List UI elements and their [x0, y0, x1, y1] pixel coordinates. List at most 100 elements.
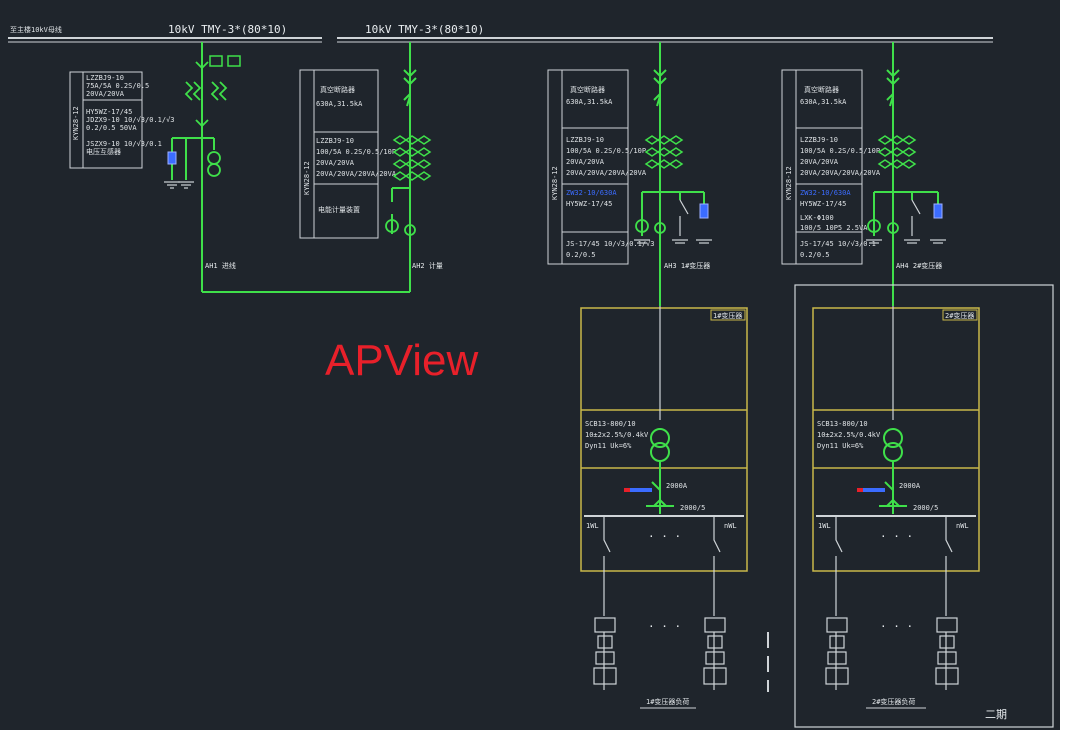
cabinet-ah2-spec-6: 20VA/20VA/20VA/20VA — [316, 170, 397, 178]
ah2-meter-point — [404, 224, 416, 236]
cabinet-ah3-spec-6: 20VA/20VA/20VA/20VA — [566, 169, 647, 177]
substation-2-spec-1: 10±2x2.5%/0.4kV — [817, 431, 881, 439]
cabinet-ah3-spec-11: 0.2/0.5 — [566, 251, 596, 259]
cabinet-ah4-spec-1: 630A,31.5kA — [800, 98, 847, 106]
substation-2-feeder-switches — [835, 516, 953, 616]
ah2-ct-stack — [393, 135, 431, 181]
bus-section-left — [8, 37, 322, 43]
ah1-ground-symbols — [164, 181, 194, 189]
cabinet-ah4-spec-5: 20VA/20VA — [800, 158, 839, 166]
substation-2-tag: 2#变压器 — [945, 311, 974, 320]
substation-1-tag: 1#变压器 — [713, 311, 742, 320]
cabinet-ah4-spec-6: 20VA/20VA/20VA/20VA — [800, 169, 881, 177]
substation-1-lv-breaker — [646, 462, 674, 514]
cabinet-ah3-spec-1: 630A,31.5kA — [566, 98, 613, 106]
ah4-arrester — [933, 203, 943, 219]
cabinet-ah4-side-code: KYN28-12 — [785, 166, 793, 200]
ah1-fuse-symbols — [184, 61, 228, 128]
ah3-ct-stack — [645, 135, 683, 169]
substation-2-load-left — [825, 617, 849, 690]
cabinet-ah2-spec-5: 20VA/20VA — [316, 159, 355, 167]
substation-1-spec-0: SCB13-800/10 — [585, 420, 636, 428]
cabinet-ah1: KYN28-12 LZZBJ9-10 75A/5A 0.2S/0.5 20VA/… — [69, 42, 411, 293]
substation-1-transformer-primary — [650, 428, 670, 448]
cabinet-ah3-spec-10: JS-17/45 10/√3/0.1/√3 — [566, 240, 655, 248]
substation-1-feeder-switches — [603, 516, 721, 616]
substation-2-load-right — [935, 617, 959, 690]
cabinet-ah2-spec-1: 630A,31.5kA — [316, 100, 363, 108]
cabinet-ah4-spec-box — [781, 69, 863, 265]
substation-1-indicator-blue — [628, 488, 652, 492]
cabinet-ah4-spec-8: HY5WZ-17/45 — [800, 200, 846, 208]
cabinet-ah3-name: AH3 1#变压器 — [664, 261, 710, 270]
substation-2-transformer-primary — [883, 428, 903, 448]
cabinet-ah2-spec-3: LZZBJ9-10 — [316, 137, 354, 145]
cabinet-ah4-name: AH4 2#变压器 — [896, 261, 942, 270]
cabinet-ah1-spec-4: HY5WZ-17/45 — [86, 108, 132, 116]
substation-2-dots: · · · — [880, 530, 913, 543]
substation-1-tag-box — [710, 309, 746, 321]
cabinet-ah4-spec-11: JS-17/45 10/√3/0.1 — [800, 240, 876, 248]
cabinet-ah4-spec-0: 真空断路器 — [804, 85, 839, 94]
substation-1-transformer-secondary — [650, 442, 670, 462]
substation-1-feeder-left: 1WL — [586, 522, 599, 530]
cabinet-ah3-spec-7: ZW32-10/630A — [566, 189, 617, 197]
substation-1-frame — [580, 307, 748, 572]
substation-2-frame — [812, 307, 980, 572]
cabinet-ah1-spec-5: JDZX9-10 10/√3/0.1/√3 — [86, 116, 175, 124]
ah3-ground-symbols — [634, 239, 712, 244]
substation-1-spec-1: 10±2x2.5%/0.4kV — [585, 431, 649, 439]
substation-2-tag-box — [942, 309, 978, 321]
bus-section-right — [337, 37, 993, 43]
ah4-sensor-center — [887, 222, 899, 234]
bus-spec-label-left: 10kV TMY-3*(80*10) — [168, 23, 287, 36]
cabinet-ah2-spec-4: 100/5A 0.2S/0.5/10P — [316, 148, 396, 156]
cabinet-ah2-side-code: KYN28-12 — [303, 161, 311, 195]
cabinet-ah4-spec-9: LXK-Φ100 — [800, 214, 834, 222]
ah4-ground-symbols — [866, 239, 946, 244]
cabinet-ah2-spec-0: 真空断路器 — [320, 85, 355, 94]
substation-2-spec-0: SCB13-800/10 — [817, 420, 868, 428]
cabinet-ah1-spec-2: 20VA/20VA — [86, 90, 125, 98]
substation-1-loads-dots: · · · — [648, 620, 681, 633]
substation-2-lv-breaker — [879, 462, 907, 514]
substation-2-indicator-blue — [861, 488, 885, 492]
substation-1-current: 2000A — [666, 482, 688, 490]
substation-1-ct: 2000/5 — [680, 504, 705, 512]
cabinet-ah4-spec-12: 0.2/0.5 — [800, 251, 830, 259]
cabinet-ah3-spec-8: HY5WZ-17/45 — [566, 200, 612, 208]
substation-1-feeder-right: nWL — [724, 522, 737, 530]
cabinet-ah1-spec-6: 0.2/0.5 50VA — [86, 124, 137, 132]
ah1-voltage-transformer-1 — [207, 151, 221, 165]
cabinet-ah2-spec-box — [299, 69, 379, 239]
substation-2-indicator-red — [857, 488, 863, 492]
cabinet-ah1-name: AH1 进线 — [205, 261, 236, 270]
substation-2-load-label: 2#变压器负荷 — [872, 697, 915, 706]
cabinet-ah1-spec-box — [69, 71, 143, 169]
ah1-status-indicator-2 — [227, 55, 241, 67]
ah3-switch — [679, 199, 689, 236]
cabinet-ah4-spec-10: 100/5 10P5 2.5VA — [800, 224, 868, 232]
substation-2-feeder-left: 1WL — [818, 522, 831, 530]
substation-2-current: 2000A — [899, 482, 921, 490]
cabinet-ah4: KYN28-12 真空断路器 630A,31.5kA LZZBJ9-10 100… — [781, 42, 946, 306]
ah3-arrester — [699, 203, 709, 219]
substation-2-transformer-secondary — [883, 442, 903, 462]
substation-1-load-label: 1#变压器负荷 — [646, 697, 689, 706]
substation-1-load-right — [703, 617, 727, 690]
substation-1-load-left — [593, 617, 617, 690]
substation-1-spec-2: Dyn11 Uk=6% — [585, 442, 632, 450]
phase-2-boundary — [794, 284, 1054, 728]
bus-spec-label-right: 10kV TMY-3*(80*10) — [365, 23, 484, 36]
cabinet-ah3-side-code: KYN28-12 — [551, 166, 559, 200]
cabinet-ah4-spec-7: ZW32-10/630A — [800, 189, 851, 197]
cabinet-ah3-spec-0: 真空断路器 — [570, 85, 605, 94]
watermark: APView — [325, 336, 478, 385]
cabinet-ah1-wiring — [171, 42, 411, 293]
cabinet-ah3-spec-box — [547, 69, 629, 265]
substation-1-indicator-red — [624, 488, 630, 492]
cabinet-ah4-spec-3: LZZBJ9-10 — [800, 136, 838, 144]
ah4-sensor-left — [867, 219, 881, 233]
ah1-status-indicator-1 — [209, 55, 223, 67]
